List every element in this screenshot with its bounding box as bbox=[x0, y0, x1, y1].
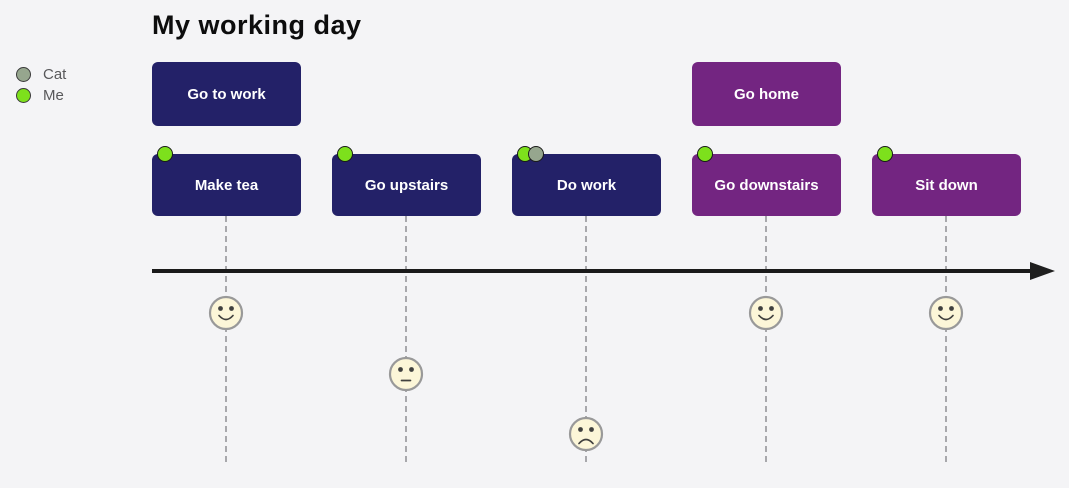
me-marker-icon bbox=[337, 146, 353, 162]
legend-label: Cat bbox=[43, 66, 67, 83]
cat-swatch-icon bbox=[16, 67, 31, 82]
timeline-box-make-tea: Make tea bbox=[152, 146, 301, 216]
timeline-box-go-upstairs: Go upstairs bbox=[332, 146, 481, 216]
timeline-box-label: Go to work bbox=[187, 85, 266, 103]
timeline-box-label: Go home bbox=[733, 85, 799, 103]
timeline-axis-arrowhead-icon bbox=[1030, 262, 1055, 280]
cat-marker-icon bbox=[528, 146, 544, 162]
happy-face-icon bbox=[748, 295, 784, 331]
me-marker-icon bbox=[697, 146, 713, 162]
neutral-face-icon bbox=[388, 356, 424, 392]
happy-face-icon bbox=[928, 295, 964, 331]
timeline-box-go-home: Go home bbox=[692, 62, 841, 126]
guide-line bbox=[945, 216, 947, 462]
timeline-box-go-downstairs: Go downstairs bbox=[692, 146, 841, 216]
timeline-box-sit-down: Sit down bbox=[872, 146, 1021, 216]
diagram-title: My working day bbox=[152, 10, 362, 40]
timeline-box-do-work: Do work bbox=[512, 146, 661, 216]
guide-line bbox=[405, 216, 407, 462]
guide-line bbox=[765, 216, 767, 462]
timeline-box-label: Make tea bbox=[194, 176, 259, 194]
timeline-box-label: Sit down bbox=[915, 176, 978, 194]
legend-item-me: Me bbox=[16, 85, 66, 106]
timeline-box-label: Do work bbox=[556, 176, 617, 194]
timeline-box-label: Go upstairs bbox=[364, 176, 449, 194]
sad-face-icon bbox=[568, 416, 604, 452]
timeline-box-go-to-work: Go to work bbox=[152, 62, 301, 126]
legend-item-cat: Cat bbox=[16, 64, 66, 85]
timeline-axis bbox=[152, 269, 1030, 273]
me-swatch-icon bbox=[16, 88, 31, 103]
legend-label: Me bbox=[43, 87, 64, 104]
guide-line bbox=[225, 216, 227, 462]
guide-line bbox=[585, 216, 587, 462]
me-marker-icon bbox=[157, 146, 173, 162]
me-marker-icon bbox=[877, 146, 893, 162]
timeline-box-label: Go downstairs bbox=[714, 176, 819, 194]
happy-face-icon bbox=[208, 295, 244, 331]
